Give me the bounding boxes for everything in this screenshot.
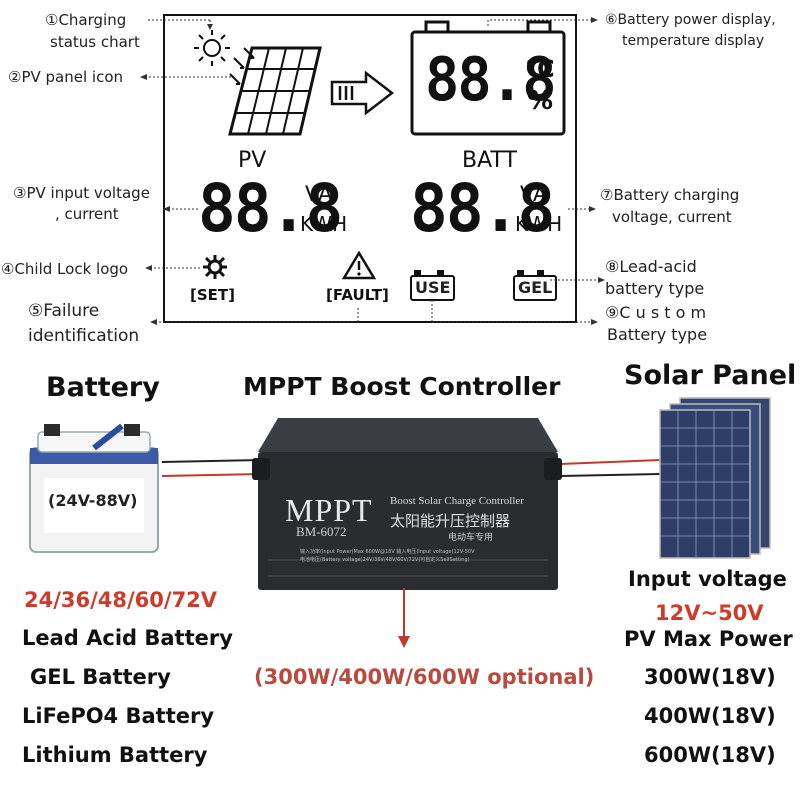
battery-type-lifepo4: LiFePO4 Battery [22,704,215,728]
controller-chinese: 太阳能升压控制器 [390,512,511,530]
battery-illustration [29,423,159,553]
batt-unit-kwh: KWH [515,212,563,236]
connection-wires [161,459,661,477]
fault-label: [FAULT] [326,286,389,304]
pv-max-400w: 400W(18V) [644,704,776,728]
optional-power: (300W/400W/600W optional) [254,665,595,689]
input-voltage-label: Input voltage [628,567,787,591]
leader-lines [140,17,605,325]
annotation-custom-line2: Battery type [607,325,708,344]
charging-arrow-icon [330,70,395,116]
pv-max-power-label: PV Max Power [624,627,793,651]
controller-spec-line1: 输入功率(Input Power)Max 600W@18V 输入电压(Input… [300,549,475,555]
batt-percent-digits: 88.8 [425,45,557,115]
batt-label: BATT [462,148,517,173]
pv-voltage-digits: 88.8 [198,170,343,247]
annotation-battery-charging-line1: ⑦Battery charging [600,186,740,204]
annotation-custom-line1: ⑨C u s t o m [605,303,707,322]
controller-model: BM-6072 [296,524,347,539]
set-label: [SET] [190,286,235,304]
annotation-battery-power-line1: ⑥Battery power display, [605,12,776,28]
solar-panel-title: Solar Panel [624,360,797,391]
annotation-lead-acid-line2: battery type [605,279,705,298]
gear-icon [203,255,227,279]
controller-brand: MPPT [285,492,373,528]
percent-symbol: % [527,86,554,116]
input-voltage-value: 12V~50V [655,601,764,625]
celsius-symbol: °C [525,55,555,83]
battery-range-label: (24V-88V) [48,491,138,510]
annotation-failure-line1: ⑤Failure [28,301,100,321]
batt-voltage-digits: 88.8 [410,170,555,247]
annotation-pv-panel-icon: ②PV panel icon [8,68,124,86]
batt-unit-va: VA [520,182,548,206]
battery-type-gel: GEL Battery [30,665,171,689]
controller-chinese-sub: 电动车专用 [448,533,494,543]
pv-max-600w: 600W(18V) [644,743,776,767]
controller-title: MPPT Boost Controller [243,372,561,401]
controller-subtitle: Boost Solar Charge Controller [390,495,524,507]
gel-terminal-left [517,270,524,275]
annotation-charging-status-line2: status chart [50,33,140,51]
pv-unit-va: VA [305,182,333,206]
down-arrow-icon [398,588,410,648]
annotation-lead-acid-line1: ⑧Lead-acid [605,257,697,276]
annotation-pv-input-line2: , current [55,205,119,223]
use-terminal-right [437,270,444,275]
use-terminal-left [414,270,421,275]
annotation-battery-power-line2: temperature display [622,33,765,49]
pv-label: PV [238,148,267,173]
annotation-battery-charging-line2: voltage, current [612,208,732,226]
annotation-charging-status-line1: ①Charging [45,11,127,29]
solar-panel-illustration [659,397,771,559]
pv-unit-kwh: KWH [300,212,348,236]
gel-terminal-right [537,270,544,275]
battery-title: Battery [46,372,160,403]
battery-type-lithium: Lithium Battery [22,743,208,767]
gel-battery-label: GEL [513,275,558,301]
pv-max-300w: 300W(18V) [644,665,776,689]
annotation-pv-input-line1: ③PV input voltage [13,184,150,202]
controller-spec-line2: 电池电压(Battery voltage)24V/36V/48V/60V/72V… [300,557,470,563]
warning-icon [342,250,376,280]
annotation-failure-line2: identification [28,326,140,346]
use-battery-label: USE [410,275,456,301]
battery-voltages: 24/36/48/60/72V [24,588,218,612]
mppt-controller-illustration [252,418,562,590]
battery-type-lead-acid: Lead Acid Battery [22,626,233,650]
annotation-child-lock: ④Child Lock logo [1,260,129,278]
battery-icon [410,20,566,136]
pv-panel-icon [194,30,322,136]
